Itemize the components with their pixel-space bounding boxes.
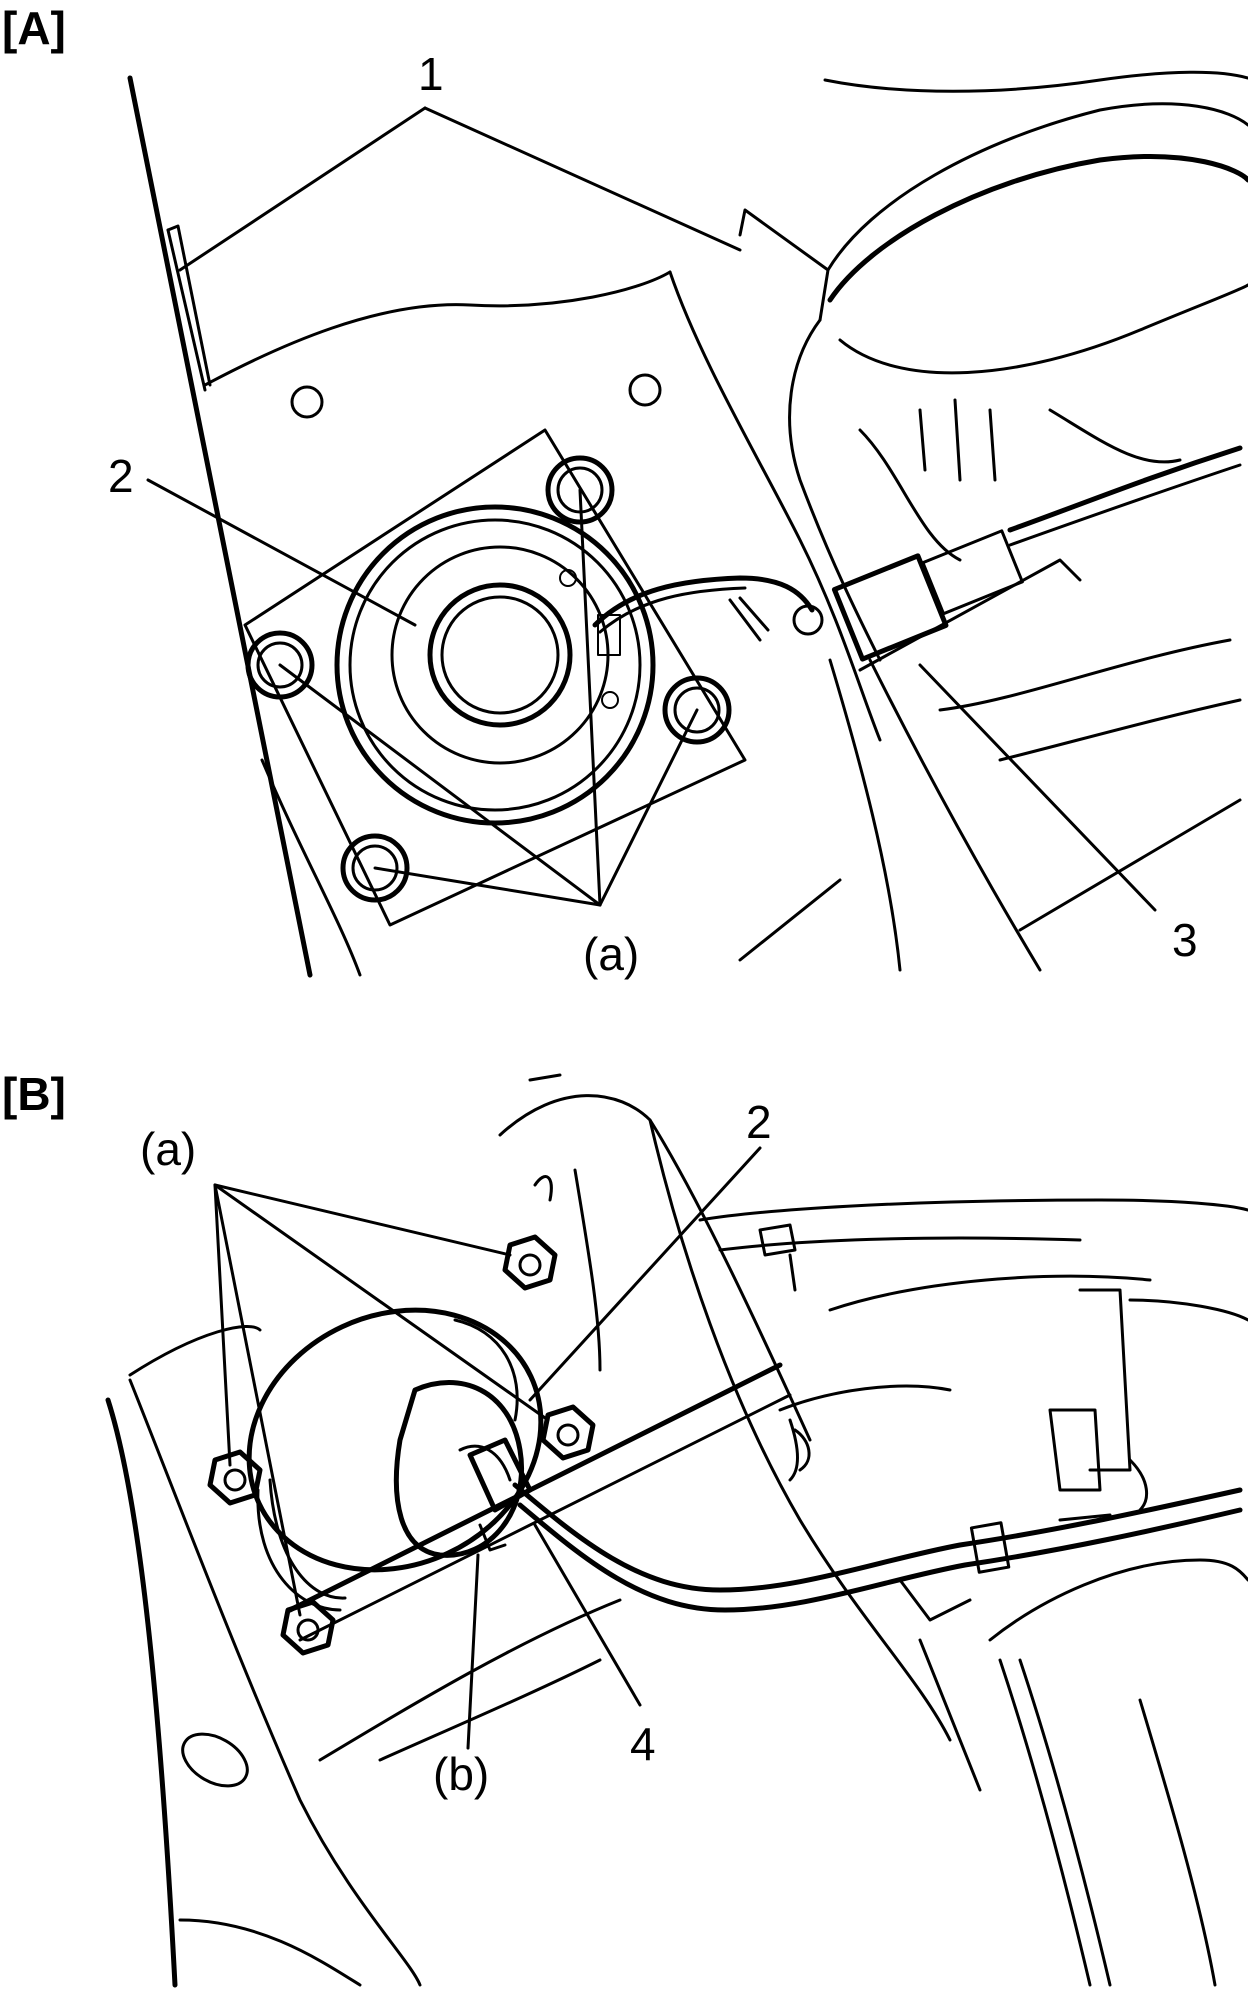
panel-b: [B] bbox=[2, 1068, 1248, 1988]
panel-a: [A] bbox=[2, 2, 1248, 980]
bolt-icon bbox=[540, 1404, 596, 1461]
callout-a: (a) bbox=[140, 1123, 196, 1175]
frame-bracket-drawing bbox=[127, 70, 1248, 978]
callout-leaders-b bbox=[213, 1146, 762, 1750]
sensor-mount-drawing bbox=[105, 1073, 1248, 1988]
connector-icon bbox=[831, 553, 949, 662]
sensor-bore bbox=[427, 582, 573, 728]
bolt-icon bbox=[662, 675, 732, 745]
callout-1: 1 bbox=[418, 48, 444, 100]
bolt-icon bbox=[340, 833, 410, 903]
bolt-icon bbox=[245, 630, 315, 700]
callout-leaders-a bbox=[146, 106, 1157, 912]
callout-2: 2 bbox=[108, 450, 134, 502]
bracket-hole-icon bbox=[290, 385, 324, 419]
sensor-flange bbox=[246, 1307, 544, 1573]
connector-b-icon bbox=[467, 1437, 533, 1513]
bolt-icon bbox=[280, 1599, 336, 1656]
bolt-icon bbox=[502, 1234, 558, 1291]
sensor-body bbox=[393, 1380, 524, 1558]
bolt-icon bbox=[207, 1449, 263, 1506]
panel-b-header: [B] bbox=[2, 1068, 66, 1120]
callout-a: (a) bbox=[583, 928, 639, 980]
panel-a-header: [A] bbox=[2, 2, 66, 54]
sensor-flange bbox=[334, 504, 656, 826]
callout-b: (b) bbox=[433, 1748, 489, 1800]
callout-4: 4 bbox=[630, 1718, 656, 1770]
bracket-hole-icon bbox=[628, 373, 662, 407]
callout-2: 2 bbox=[746, 1096, 772, 1148]
callout-3: 3 bbox=[1172, 914, 1198, 966]
